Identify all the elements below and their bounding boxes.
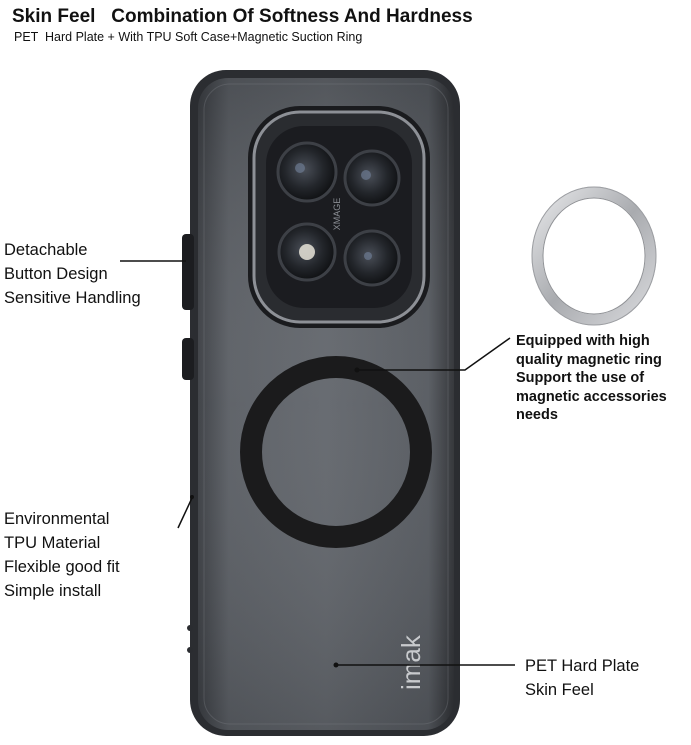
magnetic-callout: Equipped with high quality magnetic ring… [516, 332, 667, 425]
pet-callout: PET Hard Plate Skin Feel [525, 654, 639, 702]
leader-line-tpu [177, 497, 193, 529]
callout-line: magnetic accessories [516, 388, 667, 405]
page-title: Skin Feel Combination Of Softness And Ha… [12, 6, 473, 27]
camera-lens-icon [276, 141, 338, 203]
tpu-callout: Environmental TPU Material Flexible good… [4, 507, 120, 603]
callout-line: Sensitive Handling [4, 289, 141, 307]
button-callout: Detachable Button Design Sensitive Handl… [4, 238, 141, 310]
flash-icon [299, 244, 315, 260]
camera-lens-icon [343, 149, 401, 207]
camera-module: XMAGE [248, 106, 430, 328]
callout-line: quality magnetic ring [516, 351, 662, 368]
callout-line: Skin Feel [525, 681, 594, 699]
callout-line: Simple install [4, 582, 102, 600]
callout-line: Flexible good fit [4, 558, 120, 576]
callout-line: Equipped with high [516, 333, 650, 349]
volume-button-icon [182, 234, 194, 310]
callout-line: Environmental [4, 510, 110, 528]
magnetic-ring-accessory-icon [531, 186, 657, 326]
magnetic-ring-on-case [240, 356, 432, 548]
callout-line: TPU Material [4, 534, 101, 552]
callout-line: Support the use of [516, 370, 645, 386]
leader-line-magnetic [357, 337, 511, 371]
callout-line: PET Hard Plate [525, 657, 640, 675]
power-button-icon [182, 338, 194, 380]
callout-line: Detachable [4, 241, 88, 259]
page-subtitle: PET Hard Plate + With TPU Soft Case+Magn… [14, 30, 363, 44]
callout-line: Button Design [4, 265, 108, 283]
camera-module-text: XMAGE [332, 198, 342, 231]
camera-lens-icon [343, 229, 401, 287]
callout-line: needs [516, 407, 558, 423]
brand-logo: imak [396, 634, 426, 690]
